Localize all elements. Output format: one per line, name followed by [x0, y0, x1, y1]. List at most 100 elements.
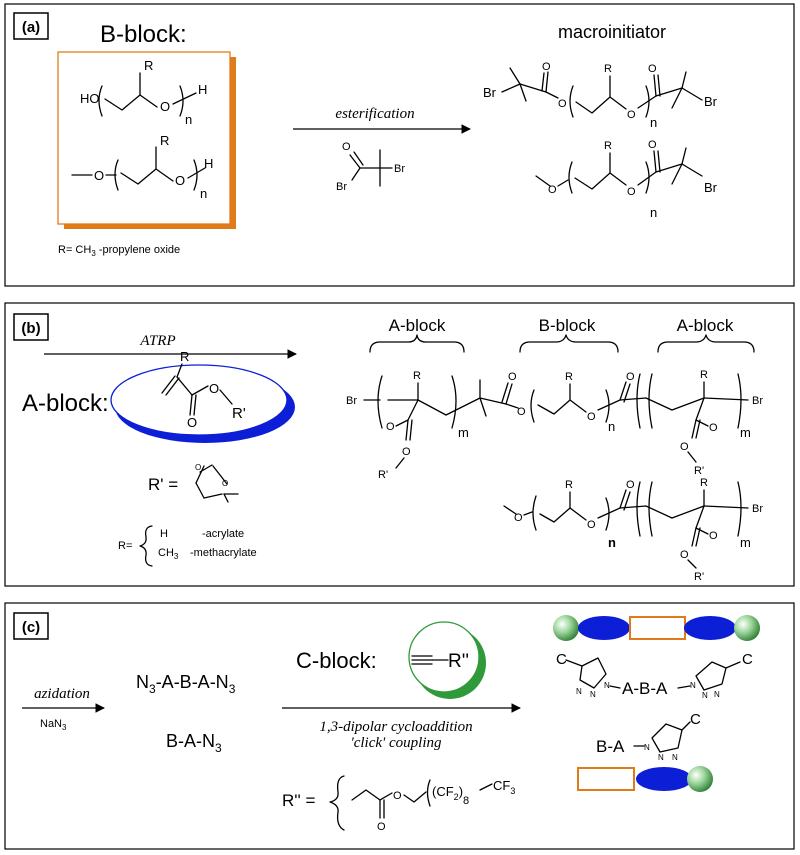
svg-text:O: O	[548, 184, 557, 196]
panel-b: (b) ATRP A-block: R O O R' R' = O	[4, 302, 795, 587]
svg-text:N: N	[690, 681, 696, 690]
svg-text:CH3: CH3	[158, 547, 179, 561]
svg-text:O: O	[393, 790, 402, 802]
svg-text:n: n	[200, 186, 207, 201]
click-label-line1: 1,3-dipolar cycloaddition	[319, 719, 472, 735]
macroinitiator-title: macroinitiator	[558, 22, 666, 42]
svg-text:n: n	[608, 535, 616, 550]
esterification-label: esterification	[335, 106, 414, 122]
svg-text:O: O	[187, 415, 197, 430]
svg-text:R': R'	[694, 465, 704, 477]
svg-text:A-block: A-block	[677, 316, 734, 335]
svg-text:O: O	[94, 168, 104, 183]
svg-text:C: C	[742, 651, 753, 668]
svg-text:N: N	[576, 687, 582, 696]
r-double-prime-label: R'' =	[282, 791, 315, 810]
svg-text:C: C	[690, 711, 701, 728]
azidation-label: azidation	[34, 686, 90, 702]
svg-text:O: O	[342, 141, 351, 153]
svg-text:R: R	[565, 479, 573, 491]
azide-triblock-product: N3-A-B-A-N3	[136, 672, 236, 696]
svg-text:R: R	[565, 371, 573, 383]
svg-text:Br: Br	[394, 163, 405, 175]
svg-text:R: R	[604, 140, 612, 152]
svg-text:-acrylate: -acrylate	[202, 528, 244, 540]
ablock-title: A-block:	[22, 390, 109, 417]
panel-a-label: (a)	[22, 19, 40, 36]
svg-text:R: R	[413, 370, 421, 382]
svg-text:O: O	[648, 63, 657, 75]
svg-text:n: n	[608, 419, 615, 434]
svg-text:O: O	[626, 371, 635, 383]
svg-text:(CF2)8: (CF2)8	[432, 784, 469, 807]
svg-text:R': R'	[694, 571, 704, 583]
bblock-title: B-block:	[100, 21, 187, 48]
atrp-label: ATRP	[139, 333, 175, 349]
bromoisobutyryl-bromide-structure: O Br Br	[336, 141, 405, 193]
svg-text:O: O	[209, 381, 219, 396]
triblock-cartoon	[553, 615, 760, 641]
svg-text:R= CH3 -propylene oxide: R= CH3 -propylene oxide	[58, 244, 180, 258]
ab-diblock-structure: O R O n O R O O R'	[503, 477, 763, 583]
svg-text:A-block: A-block	[389, 316, 446, 335]
svg-text:O: O	[386, 421, 395, 433]
r-prime-label: R' =	[148, 475, 178, 494]
svg-text:R'': R''	[448, 651, 469, 672]
svg-text:O: O	[709, 530, 718, 542]
svg-text:O: O	[377, 821, 386, 833]
svg-text:Br: Br	[336, 181, 347, 193]
svg-text:N: N	[644, 743, 650, 752]
svg-text:Br: Br	[704, 180, 718, 195]
polyether-hydroxy-structure: HO R O H n	[80, 58, 207, 127]
panel-b-label-box	[13, 313, 49, 341]
svg-text:H: H	[204, 156, 213, 171]
svg-text:R: R	[700, 369, 708, 381]
svg-text:n: n	[650, 205, 657, 220]
segment-labels: A-block B-block A-block	[369, 316, 755, 353]
svg-text:O: O	[175, 173, 185, 188]
svg-text:CF3: CF3	[493, 778, 515, 796]
svg-text:R: R	[144, 58, 153, 73]
svg-text:B-A: B-A	[596, 737, 625, 756]
svg-text:Br: Br	[346, 395, 357, 407]
fluoroalkyl-ester-structure: O O (CF2)8 CF3	[329, 775, 515, 833]
r-definition-propylene-oxide: R= CH3 -propylene oxide	[58, 244, 180, 258]
svg-text:O: O	[160, 99, 170, 114]
svg-text:O: O	[648, 139, 657, 151]
macroinitiator-bifunctional-structure: Br O O R O n O Br	[483, 61, 718, 130]
triazole-diblock-structure: B-A N N N C	[596, 711, 701, 762]
azide-diblock-product: B-A-N3	[166, 731, 222, 755]
svg-text:N: N	[672, 753, 678, 762]
bblock-box	[57, 51, 236, 229]
svg-text:R: R	[160, 133, 169, 148]
panel-b-label: (b)	[21, 320, 40, 337]
svg-text:O: O	[195, 463, 201, 472]
click-label-line2: 'click' coupling	[351, 735, 442, 751]
panel-a: (a) B-block: HO R O H n O	[4, 3, 795, 287]
r-options: R= H -acrylate CH3 -methacrylate	[118, 525, 257, 567]
svg-text:Br: Br	[752, 395, 763, 407]
svg-text:R: R	[180, 349, 189, 364]
polyether-methoxy-structure: O R O H n	[71, 133, 213, 201]
svg-text:Br: Br	[704, 94, 718, 109]
svg-text:O: O	[680, 549, 689, 561]
svg-text:O: O	[542, 61, 551, 73]
svg-text:N: N	[658, 753, 664, 762]
svg-text:n: n	[650, 115, 657, 130]
svg-text:O: O	[627, 109, 636, 121]
dioxolane-structure: O O	[195, 463, 239, 503]
svg-text:O: O	[680, 441, 689, 453]
diblock-cartoon	[577, 766, 713, 792]
aba-triblock-structure: Br R O O R' m O O	[346, 369, 763, 481]
svg-text:HO: HO	[80, 91, 100, 106]
svg-text:Br: Br	[483, 85, 497, 100]
svg-text:A-B-A: A-B-A	[622, 679, 668, 698]
svg-text:R: R	[700, 477, 708, 489]
svg-text:N: N	[604, 681, 610, 690]
svg-text:O: O	[627, 186, 636, 198]
svg-text:-methacrylate: -methacrylate	[190, 547, 257, 559]
svg-text:O: O	[514, 512, 523, 524]
svg-text:R=: R=	[118, 540, 132, 552]
svg-text:O: O	[587, 411, 596, 423]
cblock-title: C-block:	[296, 648, 377, 673]
